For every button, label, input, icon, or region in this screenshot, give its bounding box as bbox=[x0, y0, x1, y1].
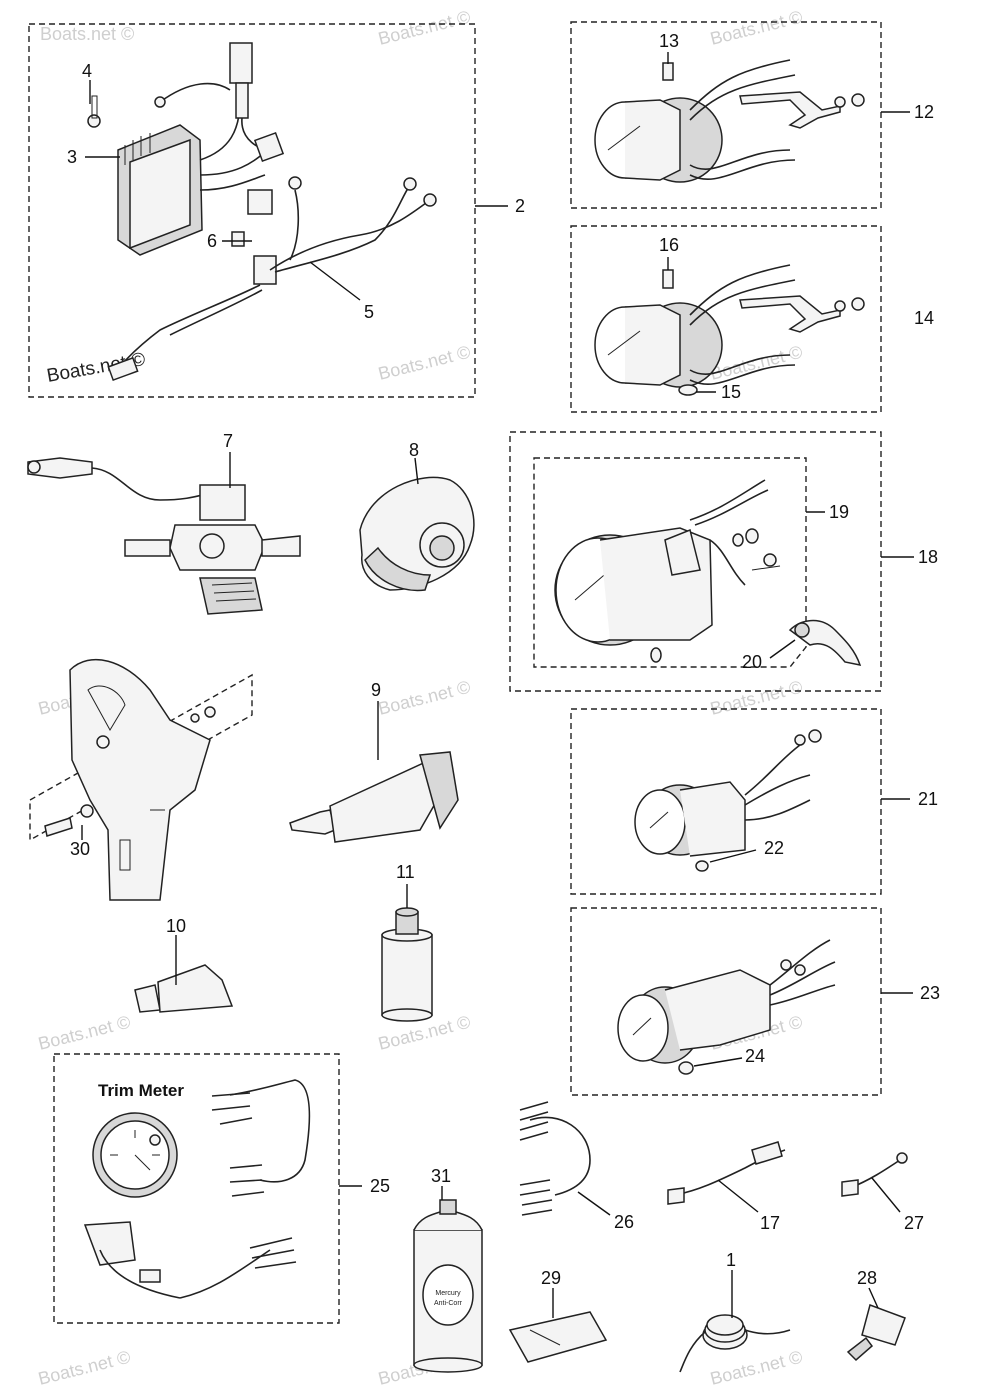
callout-1: 1 bbox=[726, 1250, 736, 1270]
callout-20: 20 bbox=[742, 652, 762, 672]
grease-tube-10-illustration bbox=[134, 964, 234, 1013]
callout-23: 23 bbox=[920, 983, 940, 1003]
leader-line bbox=[414, 457, 419, 485]
can-label-text: Anti-Corr bbox=[434, 1300, 463, 1307]
callout-28: 28 bbox=[857, 1268, 877, 1288]
callout-6: 6 bbox=[207, 231, 217, 251]
watermark: Boats.net © bbox=[376, 677, 472, 719]
callout-5: 5 bbox=[364, 302, 374, 322]
gauge-assembly-12-illustration bbox=[594, 59, 865, 183]
watermark: Boats.net © bbox=[376, 7, 472, 49]
callout-29: 29 bbox=[541, 1268, 561, 1288]
group-box-19 bbox=[533, 457, 807, 668]
can-label-text: Mercury bbox=[435, 1290, 461, 1297]
watermark: Boats.net © bbox=[40, 24, 134, 44]
watermark: Boats.net © bbox=[36, 1347, 132, 1389]
callout-10: 10 bbox=[166, 916, 186, 936]
leader-line bbox=[868, 1287, 879, 1309]
anticorrosion-can-illustration: Mercury Anti-Corr bbox=[413, 1199, 483, 1373]
group-box-14 bbox=[570, 225, 882, 413]
callout-27: 27 bbox=[904, 1213, 924, 1233]
rectifier-harness-illustration bbox=[87, 42, 437, 381]
callout-9: 9 bbox=[371, 680, 381, 700]
trim-meter-kit-illustration bbox=[83, 1079, 311, 1299]
callout-31: 31 bbox=[431, 1166, 451, 1186]
callout-15: 15 bbox=[721, 382, 741, 402]
callout-3: 3 bbox=[67, 147, 77, 167]
callout-22: 22 bbox=[764, 838, 784, 858]
callout-12: 12 bbox=[914, 102, 934, 122]
callout-4: 4 bbox=[82, 61, 92, 81]
plug-28-illustration bbox=[846, 1304, 906, 1362]
pouch-29-illustration bbox=[508, 1311, 608, 1363]
gauge-assembly-14-illustration bbox=[594, 264, 865, 396]
callout-13: 13 bbox=[659, 31, 679, 51]
callout-25: 25 bbox=[370, 1176, 390, 1196]
callout-16: 16 bbox=[659, 235, 679, 255]
watermark: Boats.net © bbox=[708, 7, 804, 49]
callout-7: 7 bbox=[223, 431, 233, 451]
callout-26: 26 bbox=[614, 1212, 634, 1232]
callout-24: 24 bbox=[745, 1046, 765, 1066]
group-box-12 bbox=[570, 21, 882, 209]
gauge-assembly-18-illustration bbox=[554, 479, 862, 666]
watermark: Boats.net © bbox=[708, 677, 804, 719]
cover-illustration bbox=[359, 476, 475, 592]
leader-line bbox=[693, 1057, 743, 1067]
callout-21: 21 bbox=[918, 789, 938, 809]
callout-17: 17 bbox=[760, 1213, 780, 1233]
callout-2: 2 bbox=[515, 196, 525, 216]
leader-line bbox=[717, 1179, 759, 1213]
callout-30: 30 bbox=[70, 839, 90, 859]
gauge-assembly-21-illustration bbox=[634, 729, 822, 872]
group-box-25 bbox=[53, 1053, 340, 1324]
group-box-30 bbox=[29, 673, 253, 842]
watermark: Boats.net © bbox=[708, 1347, 804, 1389]
group-box-23 bbox=[570, 907, 882, 1096]
group-box-18 bbox=[509, 431, 882, 692]
bracket-illustration bbox=[44, 658, 216, 901]
group-box-2 bbox=[28, 23, 476, 398]
callout-18: 18 bbox=[918, 547, 938, 567]
cable-27-illustration bbox=[841, 1152, 908, 1197]
leader-line bbox=[871, 1177, 901, 1213]
leader-line bbox=[309, 261, 361, 301]
watermark: Boats.net © bbox=[36, 1012, 132, 1054]
gauge-assembly-23-illustration bbox=[617, 939, 836, 1075]
group-box-21 bbox=[570, 708, 882, 895]
key-switch-illustration bbox=[27, 457, 301, 615]
callout-19: 19 bbox=[829, 502, 849, 522]
watermark: Boats.net © bbox=[376, 342, 472, 384]
cable-17-illustration bbox=[667, 1141, 786, 1205]
trim-meter-label: Trim Meter bbox=[98, 1081, 184, 1100]
leader-line bbox=[709, 849, 757, 863]
callout-11: 11 bbox=[396, 862, 415, 882]
grease-tube-9-illustration bbox=[289, 751, 459, 843]
spray-can-11-illustration bbox=[381, 907, 433, 1022]
harness-26-illustration bbox=[519, 1101, 591, 1216]
leader-line bbox=[577, 1191, 611, 1216]
callout-14: 14 bbox=[914, 308, 934, 328]
callout-8: 8 bbox=[409, 440, 419, 460]
coil-1-illustration bbox=[679, 1314, 791, 1373]
leader-line bbox=[769, 639, 796, 659]
